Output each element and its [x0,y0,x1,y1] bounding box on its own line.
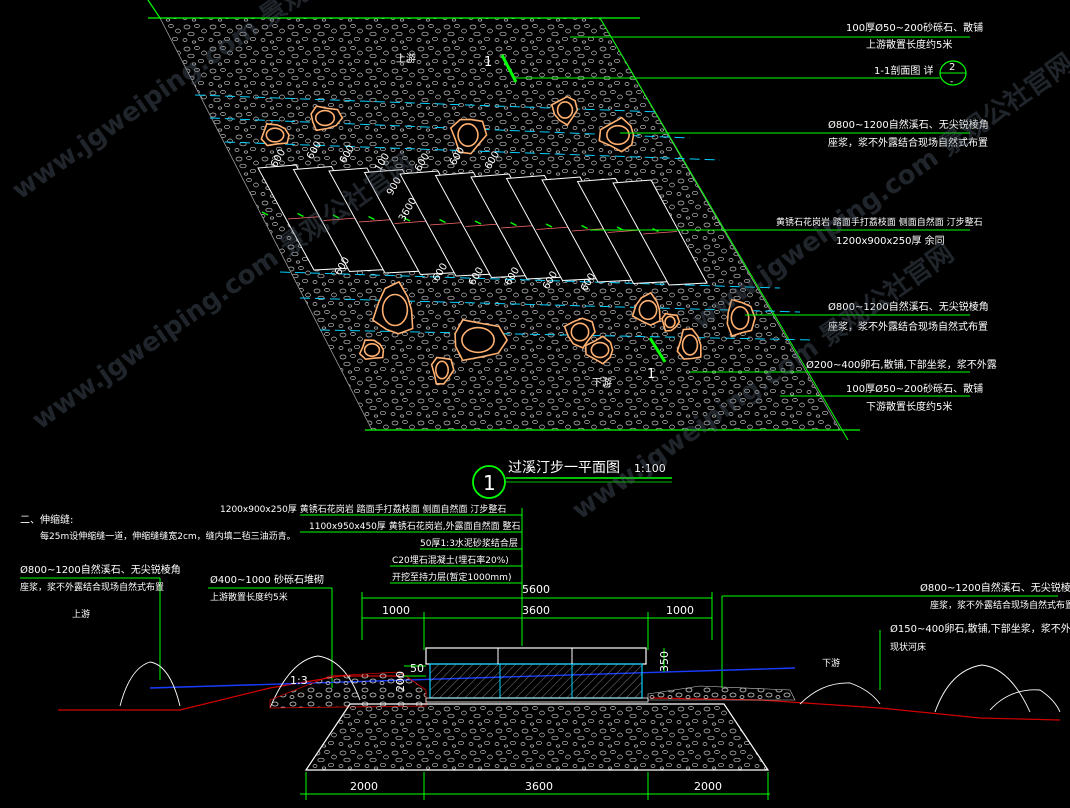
left-callout-2a: Ø400~1000 砂砾石堆砌 [210,573,324,586]
downstream-label: 下游 [592,376,612,389]
right-callout-1b: 座浆，浆不外露结合现场自然式布置 [930,599,1070,611]
pebble-bed-left [269,671,427,709]
callout-section-ref: 1-1剖面图 详 [874,64,934,77]
boulder-inner [730,306,750,330]
slab-centerline [323,217,358,221]
dim-tick [510,221,517,227]
plan-title-block: 1 过溪汀步一平面图 1:100 [472,460,672,499]
callout-gravel-down-1: 100厚Ø50~200砂砾石、散铺 [846,382,983,395]
slab-centerline [642,231,678,235]
dim-tick [474,220,482,225]
left-callout-2b: 上游散置长度约5米 [210,591,288,603]
top-dimensions [361,592,713,650]
dim-right-1000: 1000 [666,604,694,617]
boulder-inner [638,299,658,321]
section-view: 二、伸缩缝: 每25m设伸缩缝一道，伸缩缝缝宽2cm，缝内填二毡三油沥青。 12… [20,503,1070,800]
plan-title-number: 1 [483,471,496,495]
dim-200: 200 [394,671,407,692]
boulder-inner [461,326,495,354]
callout-gravel-up-1: 100厚Ø50~200砂砾石、散铺 [846,21,983,34]
layer-2: 1100x950x450厚 黄锈石花岗岩,外露面自然面 整石 [309,520,521,532]
dim-bottom-left: 2000 [350,780,378,793]
callout-gravel-down-2: 下游散置长度约5米 [866,400,952,413]
slab-centerline [358,219,394,223]
dim-tick [332,214,340,219]
layer-5: 开挖至持力层(暂定1000mm) [392,571,511,583]
slab-centerline [465,223,500,227]
dim-tick [403,217,411,222]
pebble-bed-right [647,685,796,701]
right-callout-1a: Ø800~1200自然溪石、无尖锐棱角 [920,581,1070,594]
callout-slab-2: 1200x900x250厚 余同 [836,234,945,247]
bottom-dimensions [300,772,770,800]
right-callout-2a: Ø150~400卵石,散铺,下部坐浆，浆不外露 [890,622,1070,635]
boulder-inner [457,123,479,147]
callout-slab-1: 黄锈石花岗岩 踏面手打荔枝面 侧面自然面 汀步整石 [776,216,983,228]
dim-total: 5600 [522,583,550,596]
dim-50: 50 [410,662,424,675]
callout-gravel-up-2: 上游散置长度约5米 [866,38,952,51]
left-callout-1a: Ø800~1200自然溪石、无尖锐棱角 [20,563,181,576]
boulder-inner [681,334,699,356]
dim-bottom-right: 2000 [694,780,722,793]
layer-1: 1200x900x250厚 黄锈石花岗岩 踏面手打荔枝面 侧面自然面 汀步整石 [220,503,506,515]
notes-body: 每25m设伸缩缝一道，伸缩缝缝宽2cm，缝内填二毡三油沥青。 [40,530,296,542]
boulder-inner [265,127,285,143]
upstream-label: 上游 [396,52,416,65]
slab-centerline [536,226,571,230]
slab-centerline [394,220,429,224]
boulder-inner [314,109,336,127]
boulder-inner [590,341,610,359]
dim-mid-3600: 3600 [522,604,550,617]
plan-view: 1 1 上游 下游 600 600 600 100 900 3600 600 6… [147,0,997,499]
notes-heading: 二、伸缩缝: [20,513,73,526]
slab-centerline [500,225,536,229]
detail-ref-top: 2 [949,62,955,73]
boulder-inner [363,342,381,357]
dim-tick [297,212,304,218]
dim-bottom-mid: 3600 [525,780,553,793]
dim-left-1000: 1000 [382,604,410,617]
boulder-inner [434,360,449,380]
dim-tick [439,218,446,224]
dim-tick [581,224,588,230]
boulder-inner [606,124,630,146]
section-mark-up: 1 [484,55,492,70]
plan-callouts: 100厚Ø50~200砂砾石、散铺 上游散置长度约5米 1-1剖面图 详 2 -… [516,21,997,413]
section-mark-down: 1 [647,367,655,382]
layer-4: C20埋石混凝土(埋石率20%) [392,554,509,566]
section-downstream: 下游 [822,657,840,669]
callout-boulder-up-1: Ø800~1200自然溪石、无尖锐棱角 [828,118,989,131]
callout-boulder-down-1: Ø800~1200自然溪石、无尖锐棱角 [828,300,989,313]
slope-label: 1:3 [290,674,308,687]
stepping-stones [257,164,708,286]
detail-ref-bottom: - [950,77,953,87]
left-callout-1b: 座浆，浆不外露结合现场自然式布置 [20,581,164,593]
section-upstream: 上游 [72,608,90,620]
dim-tick [261,211,269,216]
dim-tick [545,223,553,228]
dim-tick [368,215,375,221]
layer-3: 50厚1:3水泥砂浆结合层 [420,537,518,549]
boulders [260,95,756,385]
callout-pebble: Ø200~400卵石,散铺,下部坐浆，浆不外露 [806,358,997,371]
slab-stack [425,647,649,703]
layer-callouts: 1200x900x250厚 黄锈石花岗岩 踏面手打荔枝面 侧面自然面 汀步整石 … [220,503,523,646]
plan-scale: 1:100 [634,462,666,475]
boulder-inner [381,293,409,327]
callout-boulder-up-2: 座浆，浆不外露结合现场自然式布置 [828,136,988,149]
right-callout-2b: 现状河床 [890,641,926,653]
slab-centerline [287,216,323,220]
callout-boulder-down-2: 座浆，浆不外露结合现场自然式布置 [828,320,988,333]
concrete-foundation [304,703,770,771]
boulder-inner [556,101,574,119]
plan-title: 过溪汀步一平面图 [508,460,620,476]
slab-centerline [429,222,465,226]
boulder-inner [664,315,676,329]
slab-centerline [571,228,607,232]
boulder-inner [570,322,590,342]
dim-350: 350 [658,651,671,672]
